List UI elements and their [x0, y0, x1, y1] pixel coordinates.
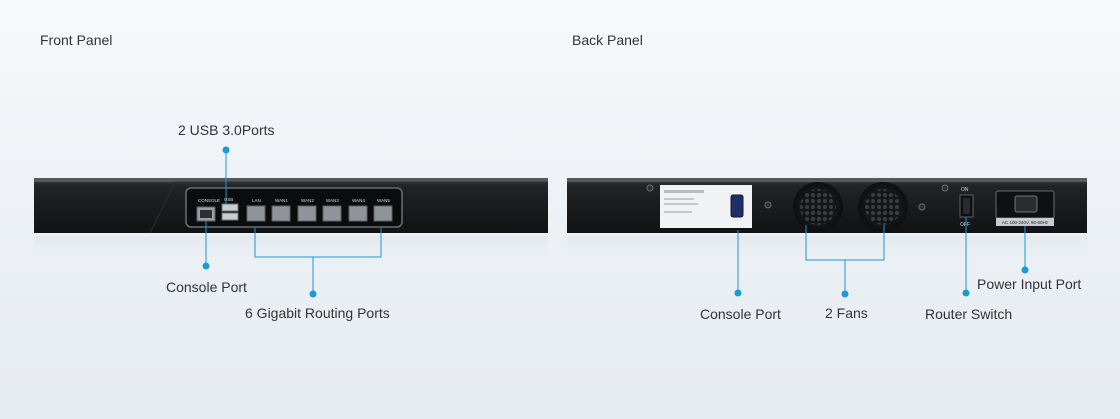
- port-label-wan5: WAN5: [377, 198, 390, 203]
- label-usb-ports: 2 USB 3.0Ports: [178, 122, 275, 138]
- port-label-wan4: WAN4: [352, 198, 365, 203]
- label-routing-ports: 6 Gigabit Routing Ports: [245, 305, 390, 321]
- power-rating-label: AC 100-240V, 50-60Hz: [1002, 220, 1049, 225]
- back-panel-title: Back Panel: [572, 32, 643, 48]
- switch-on-label: ON: [961, 187, 969, 193]
- port-label-wan3: WAN3: [326, 198, 339, 203]
- port-label-console: CONSOLE: [198, 198, 220, 203]
- port-label-wan1: WAN1: [275, 198, 288, 203]
- fan-left: [793, 182, 843, 232]
- back-callouts: [734, 217, 1029, 298]
- label-back-console-port: Console Port: [700, 306, 781, 322]
- port-label-wan2: WAN2: [301, 198, 314, 203]
- fan-right: [858, 182, 908, 232]
- port-label-usb: USB: [224, 197, 233, 202]
- front-panel-title: Front Panel: [40, 32, 113, 48]
- label-fans: 2 Fans: [825, 305, 868, 321]
- label-router-switch: Router Switch: [925, 306, 1013, 322]
- port-label-lan: LAN: [252, 198, 261, 203]
- switch-off-label: OFF: [960, 222, 970, 228]
- label-power-input-port: Power Input Port: [977, 276, 1082, 292]
- front-callouts: [202, 146, 382, 298]
- front-device: CONSOLE USB LAN WAN1 WAN2 WAN3 WAN4 WAN5: [34, 178, 548, 254]
- back-device: ON OFF AC 100-240V, 50-60Hz: [567, 178, 1087, 254]
- label-front-console-port: Console Port: [166, 279, 247, 295]
- front-rj45-ports: [246, 205, 393, 222]
